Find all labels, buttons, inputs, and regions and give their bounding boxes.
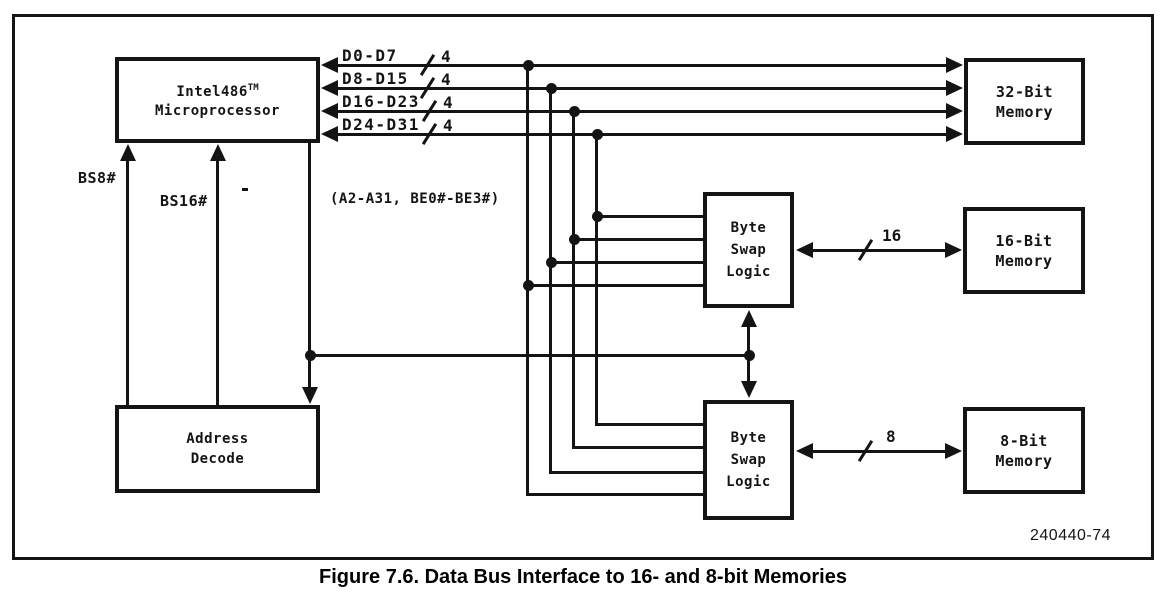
d24-d31-label: D24-D31	[342, 115, 420, 134]
memory16-width-label: 16	[882, 226, 902, 245]
lower-swap-input-4	[528, 493, 707, 496]
microprocessor-title: Intel486TM	[176, 83, 259, 100]
d8-d15-width-label: 4	[441, 70, 451, 89]
d16-d23-right-arrowhead	[946, 103, 963, 119]
memory8-bus-line	[808, 450, 948, 453]
junction-dot	[569, 234, 580, 245]
memory16-bus-right-arrowhead	[945, 242, 962, 258]
bs8-arrowhead	[120, 144, 136, 161]
d24-d31-right-arrowhead	[946, 126, 963, 142]
block-microprocessor: Intel486TM Microprocessor	[115, 57, 320, 143]
address-bus-line	[308, 143, 311, 389]
memory16-bus-left-arrowhead	[796, 242, 813, 258]
d8-d15-bus-line	[334, 87, 950, 90]
upper-swap-input-2	[574, 238, 707, 241]
block-8bit-memory: 8-Bit Memory	[963, 407, 1085, 494]
d24-d31-width-label: 4	[443, 116, 453, 135]
junction-dot	[523, 280, 534, 291]
lower-swap-input-2	[574, 446, 707, 449]
upper-swap-input-3	[551, 261, 707, 264]
address-bus-label: (A2-A31, BE0#-BE3#)	[330, 191, 500, 207]
junction-dot	[523, 60, 534, 71]
d0-d7-left-arrowhead	[321, 57, 338, 73]
part-number: 240440-74	[1030, 527, 1112, 544]
block-byte-swap-upper: Byte Swap Logic	[703, 192, 794, 308]
d8-d15-label: D8-D15	[342, 69, 409, 88]
junction-dot	[592, 211, 603, 222]
figure-caption: Figure 7.6. Data Bus Interface to 16- an…	[319, 566, 847, 588]
address-bus-arrowhead	[302, 387, 318, 404]
d16-d23-bus-line	[334, 110, 950, 113]
junction-dot	[305, 350, 316, 361]
print-artifact-dot	[242, 188, 248, 191]
d16-d23-width-label: 4	[443, 93, 453, 112]
memory16-bus-line	[808, 249, 948, 252]
microprocessor-subtitle: Microprocessor	[154, 103, 280, 119]
junction-dot	[569, 106, 580, 117]
d0-d7-bus-line	[334, 64, 950, 67]
bs16-label: BS16#	[160, 192, 208, 210]
lower-swap-input-1	[597, 423, 707, 426]
block-byte-swap-lower: Byte Swap Logic	[703, 400, 794, 520]
d16-d23-label: D16-D23	[342, 92, 420, 111]
block-address-decode: Address Decode	[115, 405, 320, 493]
bs8-line	[126, 156, 129, 405]
byte-swap-connector-down-arrowhead	[741, 381, 757, 398]
d16-d23-left-arrowhead	[321, 103, 338, 119]
address-control-run	[308, 354, 751, 357]
junction-dot	[546, 83, 557, 94]
junction-dot	[592, 129, 603, 140]
d0-d7-right-arrowhead	[946, 57, 963, 73]
trademark-superscript: TM	[247, 83, 259, 93]
memory8-bus-left-arrowhead	[796, 443, 813, 459]
upper-swap-input-1	[597, 215, 707, 218]
d24-d31-bus-line	[334, 133, 950, 136]
d24-d31-tap-line	[595, 133, 598, 426]
d24-d31-left-arrowhead	[321, 126, 338, 142]
junction-dot	[744, 350, 755, 361]
lower-swap-input-3	[551, 471, 707, 474]
bs8-label: BS8#	[78, 169, 117, 187]
d8-d15-tap-line	[549, 87, 552, 474]
upper-swap-input-4	[528, 284, 707, 287]
block-32bit-memory: 32-Bit Memory	[964, 58, 1085, 145]
memory8-width-label: 8	[886, 427, 896, 446]
junction-dot	[546, 257, 557, 268]
d16-d23-tap-line	[572, 110, 575, 449]
bs16-line	[216, 156, 219, 405]
byte-swap-connector-up-arrowhead	[741, 310, 757, 327]
d0-d7-label: D0-D7	[342, 46, 398, 65]
d8-d15-right-arrowhead	[946, 80, 963, 96]
d8-d15-left-arrowhead	[321, 80, 338, 96]
block-16bit-memory: 16-Bit Memory	[963, 207, 1085, 294]
d0-d7-width-label: 4	[441, 47, 451, 66]
memory8-bus-right-arrowhead	[945, 443, 962, 459]
bs16-arrowhead	[210, 144, 226, 161]
